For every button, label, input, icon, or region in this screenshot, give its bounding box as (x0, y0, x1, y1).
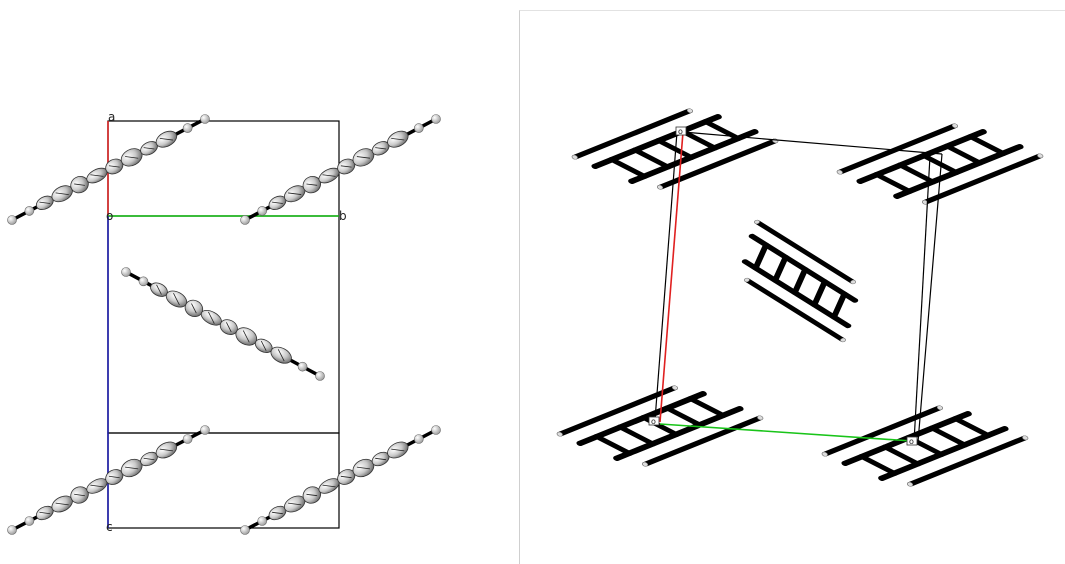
hydrogen-atom (24, 516, 35, 526)
ellipsoid-axis (226, 322, 232, 333)
packing-view-ellipsoid: a o b c (0, 0, 518, 563)
hydrogen-atom (257, 206, 267, 216)
hydrogen-atom (431, 114, 441, 124)
ellipsoid-axis (74, 493, 85, 497)
b-axis-line-perspective (659, 423, 913, 442)
hydrogen-atom (182, 123, 193, 133)
ellipsoid-axis (260, 340, 267, 351)
ellipsoid-axis (340, 475, 352, 479)
hydrogen-atom (414, 123, 424, 133)
ellipsoid-axis (375, 457, 387, 461)
svg-text:o: o (909, 437, 914, 446)
hydrogen-atom (7, 525, 17, 535)
ellipsoid-axis (159, 137, 173, 141)
molecule-group (7, 114, 441, 535)
ellipsoid-axis (288, 502, 302, 506)
ellipsoid-axis (90, 174, 104, 177)
ellipsoid-axis (143, 147, 155, 150)
ellipsoid-axis (356, 466, 371, 470)
packing-view-svg: a o b c (7, 110, 441, 535)
packing-view-perspective: o o o (519, 10, 1065, 564)
axis-label-a: a (108, 110, 115, 124)
hydrogen-atom (240, 525, 250, 535)
molecule (7, 425, 210, 535)
ellipsoid-axis (156, 284, 162, 295)
ellipsoid-axis (191, 303, 197, 314)
stick-molecule-group (556, 108, 1044, 487)
hydrogen-atom (315, 371, 325, 381)
stick-molecule (571, 108, 779, 190)
ellipsoid-axis (277, 349, 285, 362)
stick-molecule (836, 123, 1044, 205)
ellipsoid-axis (306, 493, 318, 497)
hydrogen-atom (7, 215, 17, 225)
stick-molecule (556, 385, 764, 467)
hydrogen-atom (414, 434, 424, 444)
svg-text:o: o (678, 127, 683, 136)
axis-label-b: b (339, 209, 347, 223)
ellipsoid-axis (173, 292, 180, 306)
stick-molecule (821, 405, 1029, 487)
ellipsoid-axis (125, 466, 139, 470)
hydrogen-atom (431, 425, 441, 435)
hydrogen-atom (240, 215, 250, 225)
ellipsoid-axis (272, 201, 283, 204)
axis-label-c: c (106, 520, 113, 534)
hydrogen-atom (182, 434, 193, 444)
ellipsoid-axis (208, 311, 215, 324)
svg-text:o: o (651, 417, 656, 426)
ellipsoid-axis (391, 137, 405, 141)
ellipsoid-axis (391, 448, 405, 452)
stick-molecule (741, 219, 859, 343)
hydrogen-atom (138, 276, 149, 287)
ellipsoid-axis (143, 457, 155, 461)
a-axis-line-perspective (659, 131, 684, 423)
hydrogen-atom (257, 516, 267, 526)
ellipsoid-axis (306, 183, 318, 186)
molecule (240, 425, 441, 535)
ellipsoid-axis (242, 330, 250, 343)
corner-marker-bottom-right: o (906, 436, 918, 446)
ellipsoid-axis (288, 192, 302, 195)
molecule (240, 114, 441, 225)
ellipsoid-axis (39, 201, 51, 204)
ellipsoid-axis (125, 156, 139, 159)
ellipsoid-axis (55, 502, 69, 506)
perspective-view-svg: o o o (556, 108, 1044, 487)
hydrogen-atom (200, 425, 210, 435)
ellipsoid-axis (322, 484, 336, 488)
hydrogen-atom (121, 267, 131, 277)
ellipsoid-axis (90, 484, 104, 488)
ellipsoid-axis (322, 174, 336, 177)
axis-label-origin: o (106, 209, 113, 223)
ellipsoid-axis (375, 147, 387, 150)
ellipsoid-axis (272, 511, 283, 515)
ellipsoid-axis (340, 165, 352, 168)
ellipsoid-axis (356, 156, 371, 159)
hydrogen-atom (24, 206, 35, 216)
ellipsoid-axis (108, 165, 120, 168)
ellipsoid-axis (159, 448, 173, 452)
molecule (121, 267, 325, 381)
hydrogen-atom (200, 114, 210, 124)
ellipsoid-axis (55, 192, 69, 195)
ellipsoid-axis (108, 475, 120, 479)
perspective-unit-cell (654, 131, 943, 443)
corner-marker-top-left: o (675, 126, 687, 136)
molecule (7, 114, 210, 225)
ellipsoid-axis (39, 511, 51, 515)
hydrogen-atom (297, 361, 308, 372)
corner-marker-bottom-left: o (648, 416, 660, 426)
ellipsoid-axis (74, 183, 85, 186)
